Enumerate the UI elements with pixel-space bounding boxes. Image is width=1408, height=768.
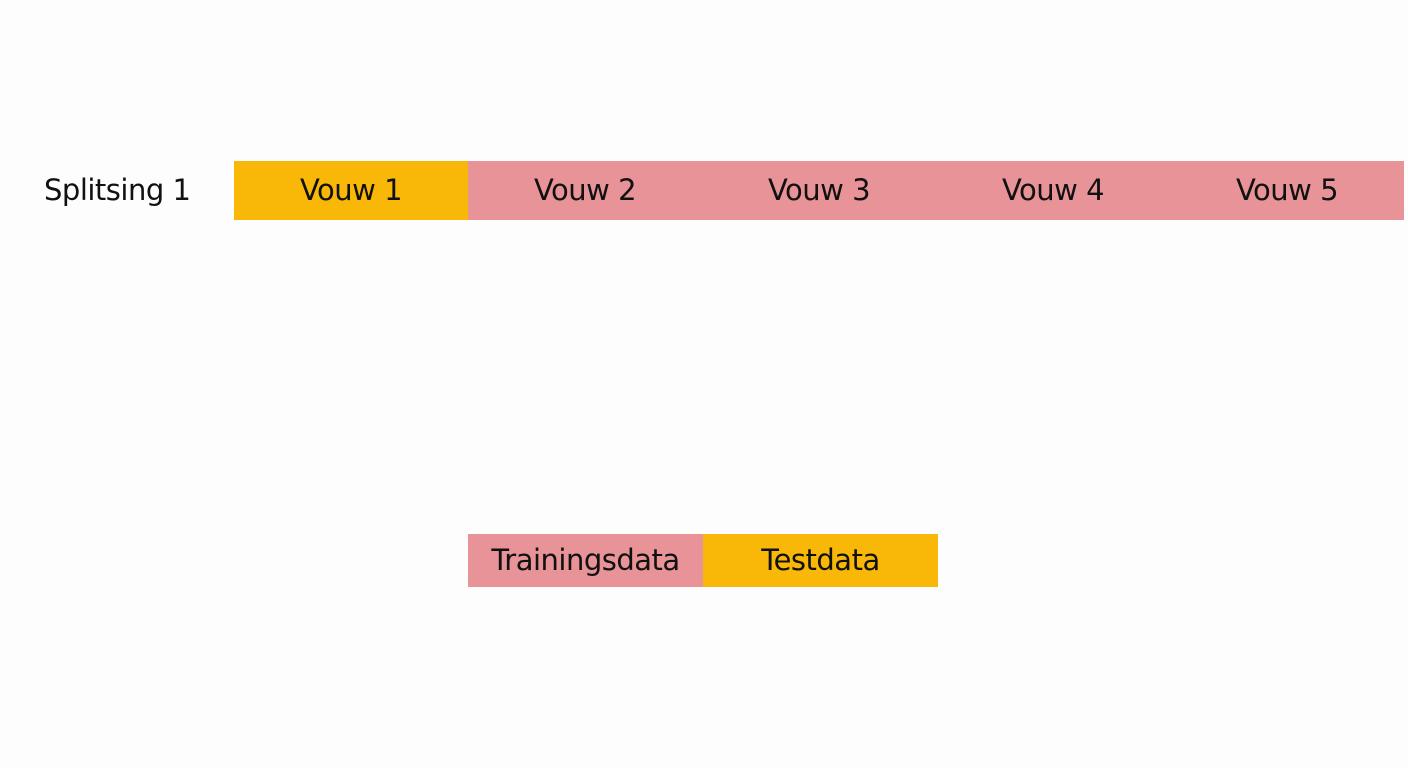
fold-bar: Vouw 1 Vouw 2 Vouw 3 Vouw 4 Vouw 5 bbox=[234, 161, 1404, 220]
fold-1: Vouw 1 bbox=[234, 161, 468, 220]
fold-2: Vouw 2 bbox=[468, 161, 702, 220]
legend: Trainingsdata Testdata bbox=[468, 534, 938, 587]
fold-4: Vouw 4 bbox=[936, 161, 1170, 220]
fold-3: Vouw 3 bbox=[702, 161, 936, 220]
fold-5: Vouw 5 bbox=[1170, 161, 1404, 220]
split-label: Splitsing 1 bbox=[44, 173, 191, 207]
legend-train: Trainingsdata bbox=[468, 534, 703, 587]
legend-test: Testdata bbox=[703, 534, 938, 587]
